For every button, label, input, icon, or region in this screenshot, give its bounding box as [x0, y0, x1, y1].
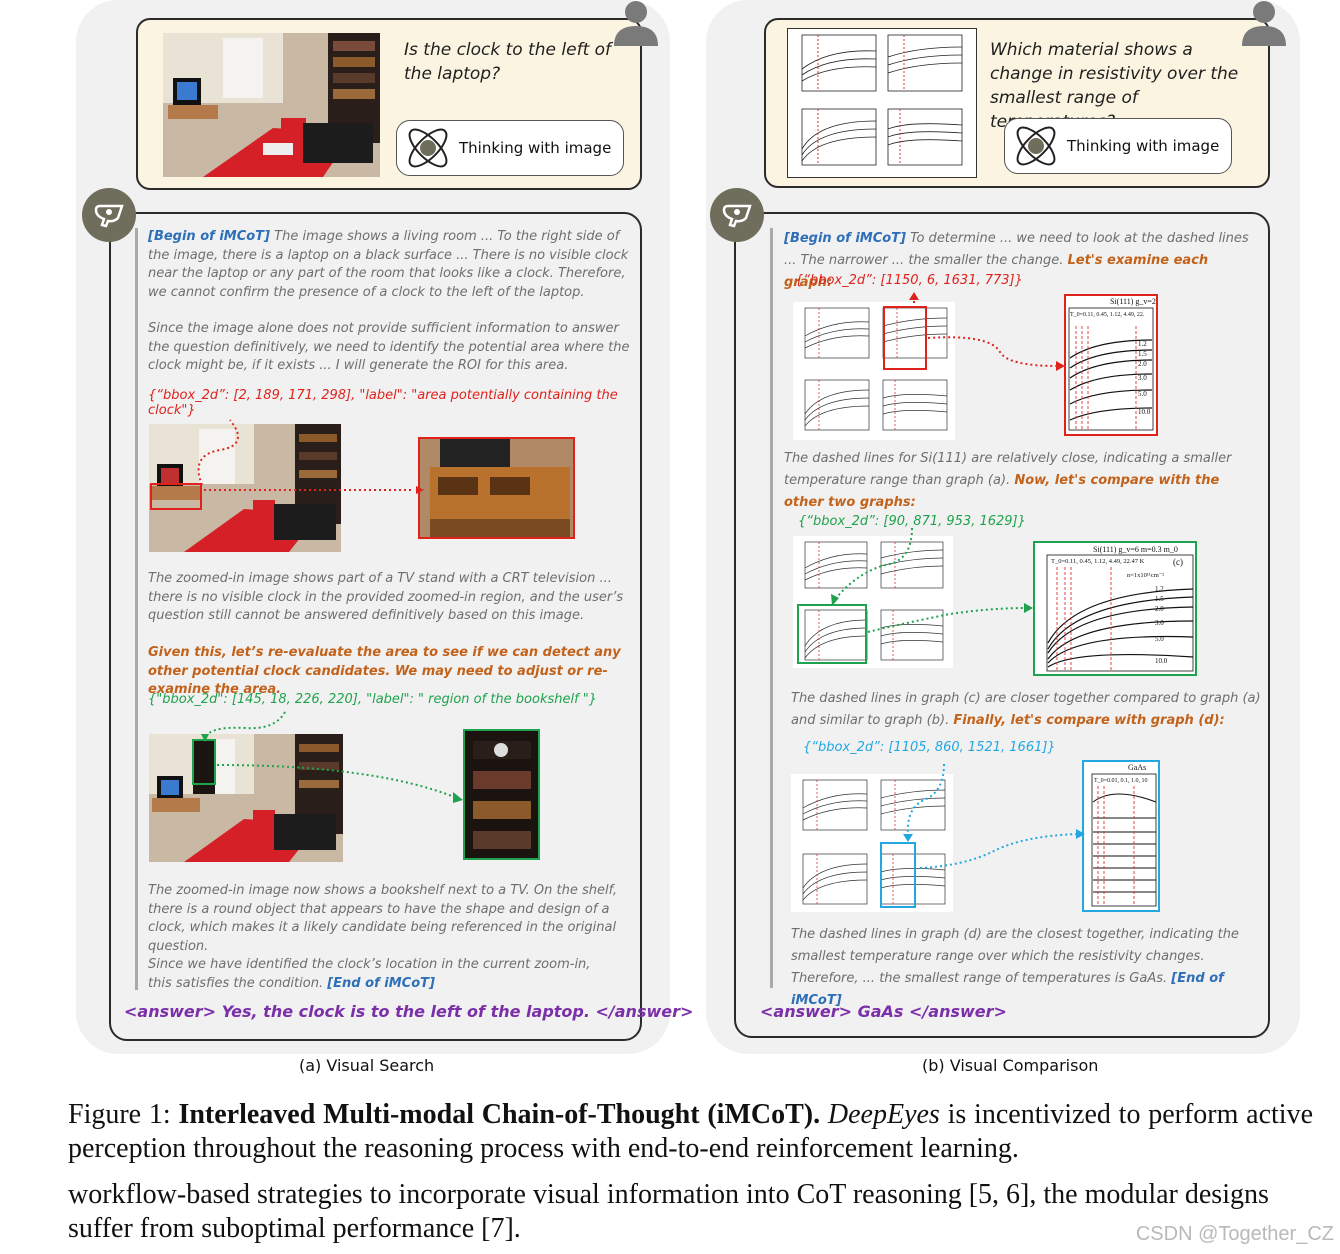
panel-a-para6-text: Since we have identified the clock’s loc… — [148, 957, 591, 991]
panel-b-para1-text: To determine ... we need to look at the … — [784, 231, 1249, 268]
panel-b-para2-emph: Now, let's compare with the other two gr… — [784, 473, 1220, 510]
atom-icon — [408, 128, 448, 168]
panel-a-bbox1: {“bbox_2d”: [2, 189, 171, 298], "label":… — [148, 388, 618, 418]
panel-a-reasoning-box — [109, 212, 642, 1041]
panel-a-thinking-button[interactable]: Thinking with image — [396, 120, 624, 176]
panel-a-para6: Since we have identified the clock’s loc… — [148, 956, 618, 993]
user-icon — [1242, 1, 1286, 46]
panel-b-para2-text: The dashed lines for Si(111) are relativ… — [784, 451, 1232, 488]
watermark: CSDN @Together_CZ — [1135, 1223, 1334, 1245]
panel-a-answer: <answer> Yes, the clock is to the left o… — [124, 1002, 694, 1021]
living-room-image — [163, 33, 380, 177]
zoom3-sub: T_0=0.01, 0.1, 1.0, 10 — [1094, 778, 1148, 784]
panel-b-arrows-3 — [903, 763, 1085, 869]
zoom-bookshelf — [463, 729, 540, 860]
bot-icon — [710, 188, 764, 242]
zoom2-n: n=1x10¹¹cm⁻² — [1127, 572, 1164, 579]
zoom3-title: GaAs — [1128, 763, 1146, 772]
panel-a-para4: Given this, let’s re-evaluate the area t… — [148, 645, 621, 697]
curve-label: 3.0 — [1155, 619, 1164, 627]
figure-rest: is incentivized to perform active percep… — [68, 1099, 1314, 1164]
zoom2-tag: (c) — [1173, 557, 1183, 567]
zoom1-sub: T_0=0.11, 0.45, 1.12, 4.49, 22. — [1070, 312, 1145, 318]
panel-a-para2: Since the image alone does not provide s… — [148, 321, 630, 373]
zoom2-title: Si(111) g_v=6 m=0.3 m_0 — [1093, 545, 1178, 554]
user-icon — [614, 1, 658, 46]
resistivity-graphs-1 — [793, 302, 955, 440]
curve-label: 1.5 — [1138, 350, 1147, 358]
figure-bold-title: Interleaved Multi-modal Chain-of-Thought… — [178, 1099, 821, 1130]
panel-b-para3: The dashed lines in graph (c) are closer… — [791, 688, 1261, 732]
panel-b-para1-emph: Let's examine each graph: — [784, 253, 1209, 290]
panel-b-thought-bar — [770, 228, 773, 988]
panel-b-arrows-2 — [831, 528, 1033, 633]
panel-a-arrows-1 — [197, 419, 424, 494]
zoom-tv-stand — [418, 437, 575, 539]
resistivity-graphs-3 — [791, 774, 953, 912]
panel-b-para3-emph: Finally, let's compare with graph (d): — [953, 713, 1225, 728]
panel-b-para3-text: The dashed lines in graph (c) are closer… — [791, 691, 1261, 728]
figure-caption: Figure 1: Interleaved Multi-modal Chain-… — [68, 1098, 1313, 1166]
panel-b-arrows-1 — [909, 292, 1065, 371]
panel-b-caption: (b) Visual Comparison — [922, 1056, 1099, 1075]
panel-b-bbox3: {“bbox_2d”: [1105, 860, 1521, 1661]} — [803, 740, 1056, 755]
body-text: workflow-based strategies to incorporate… — [68, 1179, 1269, 1244]
curve-label: 10.0 — [1155, 657, 1168, 665]
resistivity-graphs-thumb — [787, 28, 977, 178]
figure-italic: DeepEyes — [827, 1099, 940, 1130]
panel-a-arrows-2 — [201, 711, 463, 803]
panel-b-para1: [Begin of iMCoT] To determine ... we nee… — [784, 228, 1254, 294]
panel-b-thinking-button[interactable]: Thinking with image — [1004, 118, 1232, 174]
curve-label: 2.0 — [1155, 605, 1164, 613]
begin-tag: [Begin of iMCoT] — [148, 229, 270, 244]
panel-a-bbox2: {"bbox_2d": [145, 18, 226, 220], "label"… — [148, 692, 598, 707]
zoom-gaas: GaAs T_0=0.01, 0.1, 1.0, 10 — [1082, 760, 1160, 912]
panel-b-para4-text: The dashed lines in graph (d) are the cl… — [791, 927, 1239, 986]
roi-box-red — [150, 483, 202, 510]
panel-a-para1: [Begin of iMCoT] The image shows a livin… — [148, 228, 633, 302]
curve-label: 3.0 — [1138, 374, 1147, 382]
panel-b-bbox2: {“bbox_2d”: [90, 871, 953, 1629]} — [798, 514, 1026, 529]
panel-a-para3: The zoomed-in image shows part of a TV s… — [148, 571, 624, 623]
thinking-label: Thinking with image — [1067, 137, 1220, 155]
thinking-label: Thinking with image — [459, 139, 612, 157]
curve-label: 5.0 — [1155, 635, 1164, 643]
zoom1-title: Si(111) g_v=2 — [1110, 297, 1156, 306]
atom-icon — [1016, 126, 1056, 166]
panel-a-caption: (a) Visual Search — [299, 1056, 435, 1075]
curve-label: 1.5 — [1155, 595, 1164, 603]
curve-label: 1.2 — [1155, 585, 1164, 593]
zoom-si111-gv2: Si(111) g_v=2 T_0=0.11, 0.45, 1.12, 4.49… — [1064, 294, 1158, 436]
panel-a-para1-text: The image shows a living room ... To the… — [148, 229, 629, 300]
roi-box-cyan-graph — [880, 842, 916, 908]
panel-b-bbox1: {“bbox_2d”: [1150, 6, 1631, 773]} — [795, 273, 1023, 288]
zoom2-sub: T_0=0.11, 0.45, 1.12, 4.49, 22.47 K — [1051, 558, 1145, 565]
end-tag: [End of iMCoT] — [327, 975, 435, 991]
resistivity-graphs-2 — [793, 536, 953, 668]
panel-a-para5: The zoomed-in image now shows a bookshel… — [148, 883, 618, 954]
zoom-si111-gv6: Si(111) g_v=6 m=0.3 m_0 T_0=0.11, 0.45, … — [1033, 541, 1197, 676]
panel-a-thought-bar — [135, 228, 138, 990]
panel-a-question: Is the clock to the left of the laptop? — [404, 40, 612, 84]
curve-label: 10.0 — [1138, 408, 1151, 416]
end-tag: [End of iMCoT] — [791, 971, 1224, 1008]
panel-b-answer: <answer> GaAs </answer> — [760, 1002, 1007, 1021]
begin-tag: [Begin of iMCoT] — [784, 231, 906, 246]
bot-icon — [82, 188, 136, 242]
curve-label: 2.0 — [1138, 360, 1147, 368]
panel-b-para4: The dashed lines in graph (d) are the cl… — [791, 924, 1261, 1012]
curve-label: 1.2 — [1138, 340, 1147, 348]
curve-label: 5.0 — [1138, 390, 1147, 398]
roi-box-red-graph — [883, 306, 927, 370]
panel-b-para2: The dashed lines for Si(111) are relativ… — [784, 448, 1254, 514]
figure-label: Figure 1: — [68, 1099, 171, 1130]
